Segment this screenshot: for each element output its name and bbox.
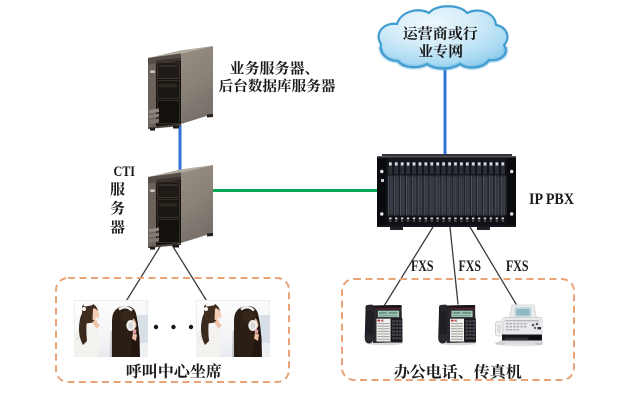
svg-text:FXS: FXS: [506, 258, 529, 275]
svg-text:FXS: FXS: [411, 258, 434, 275]
svg-text:CTI: CTI: [114, 164, 136, 180]
svg-text:IP PBX: IP PBX: [529, 191, 574, 208]
svg-text:FXS: FXS: [459, 258, 482, 275]
